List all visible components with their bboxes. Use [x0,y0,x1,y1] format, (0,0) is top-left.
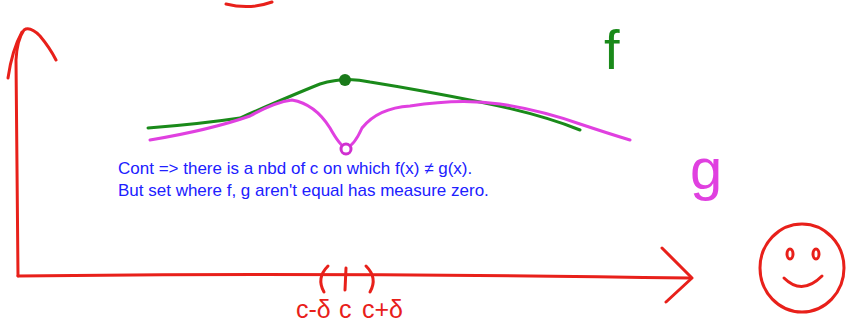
function-name: g [690,140,722,198]
y-axis [16,29,56,276]
f-curve [148,79,580,130]
g-point [341,144,351,154]
top-scribble [226,2,272,7]
left-bracket [321,266,328,292]
smiley-eye [813,249,819,259]
axis-label: c+δ [362,297,403,322]
note-text: But set where f, g aren't equal has meas… [118,182,489,199]
y-axis-hook [8,32,22,78]
f-point [339,74,351,86]
smiley-eye [787,249,793,259]
note-text: Cont => there is a nbd of c on which f(x… [118,160,472,177]
axis-label: c-δ [296,297,331,322]
axis-label: c [339,297,352,322]
x-axis [18,274,690,278]
right-bracket [366,266,373,292]
smiley-face [760,224,844,312]
smiley-mouth [784,276,822,287]
function-name: f [604,22,620,78]
g-curve [150,100,630,148]
c-tick [345,268,346,290]
x-axis-arrowhead [662,248,692,302]
